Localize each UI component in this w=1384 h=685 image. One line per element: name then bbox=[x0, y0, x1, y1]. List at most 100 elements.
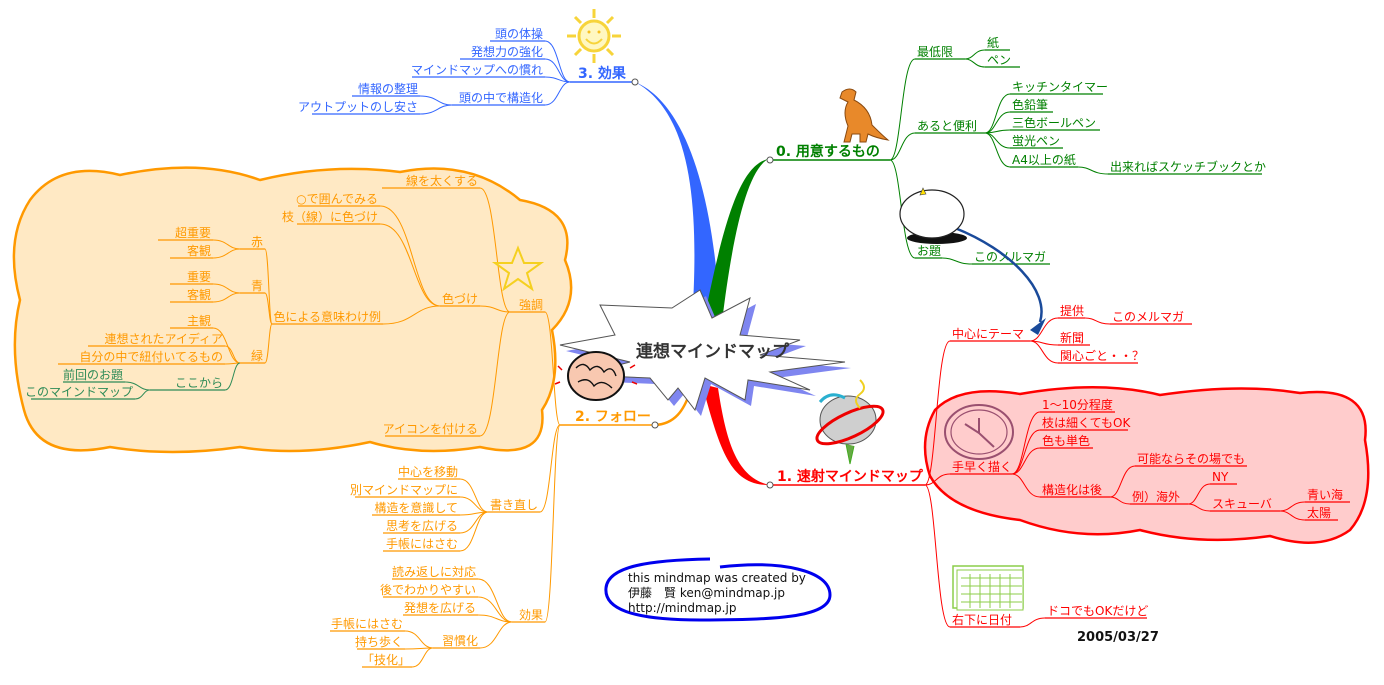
node-label: 赤 bbox=[251, 235, 263, 249]
mindmap-node[interactable]: 中心にテーマ bbox=[924, 326, 1030, 486]
mindmap-node[interactable]: キッチンタイマー bbox=[984, 80, 1108, 134]
mindmap-node[interactable]: 構造を意識して bbox=[372, 500, 489, 516]
mindmap-node[interactable]: スキューバ bbox=[1187, 497, 1280, 512]
prep-branch-label[interactable]: 0. 用意するもの bbox=[766, 143, 890, 164]
quick-branch-text: 1. 速射マインドマップ bbox=[777, 468, 924, 485]
mindmap-node[interactable]: 最低限 bbox=[889, 45, 965, 161]
collapse-handle[interactable] bbox=[651, 421, 659, 429]
mindmap-node[interactable]: 書き直し bbox=[488, 424, 561, 513]
node-label: このマインドマップ bbox=[25, 385, 133, 399]
tornado-icon bbox=[815, 379, 885, 465]
mindmap-node[interactable]: 発想を広げる bbox=[403, 600, 513, 623]
node-label: 超重要 bbox=[175, 225, 211, 240]
follow-branch-text: 2. フォロー bbox=[575, 409, 651, 425]
mindmap-node[interactable]: このメルマガ bbox=[941, 250, 1050, 265]
mindmap-node[interactable]: 思考を広げる bbox=[383, 511, 489, 534]
collapse-handle[interactable] bbox=[631, 78, 639, 86]
mindmap-node[interactable]: 枝は細くてもOK bbox=[1011, 415, 1131, 475]
mindmap-node[interactable]: 太陽 bbox=[1279, 505, 1338, 521]
mindmap-node[interactable]: 出来ればスケッチブックとか bbox=[1077, 159, 1266, 175]
mindmap-node[interactable]: 頭の中で構造化 bbox=[452, 81, 571, 106]
mindmap-node[interactable]: 「技化」 bbox=[362, 647, 434, 668]
mindmap-node[interactable]: 客観 bbox=[170, 287, 241, 303]
mindmap-node[interactable]: 自分の中で紐付いてるもの bbox=[58, 349, 241, 365]
prep-main-branch[interactable] bbox=[704, 159, 768, 322]
mindmap-node[interactable]: ドコでもOKだけど bbox=[1019, 604, 1148, 628]
mindmap-node[interactable]: このメルマガ bbox=[1084, 310, 1192, 325]
mindmap-node[interactable]: 前回のお題 bbox=[63, 367, 151, 391]
branch-connector bbox=[1084, 317, 1111, 325]
node-label: 緑 bbox=[251, 348, 263, 363]
mindmap-node[interactable]: アウトプットのし安さ bbox=[298, 99, 453, 115]
mindmap-node[interactable]: 連想されたアイディア bbox=[88, 331, 241, 364]
mindmap-node[interactable]: 中心を移動 bbox=[398, 464, 489, 513]
mindmap-node[interactable]: 例）海外 bbox=[1109, 489, 1188, 505]
mindmap-node[interactable]: 頭の体操 bbox=[490, 26, 571, 83]
node-label: 1～10分程度 bbox=[1042, 397, 1113, 412]
mindmap-node[interactable]: 線を太くする bbox=[382, 173, 511, 313]
node-label: 可能ならその場でも bbox=[1137, 452, 1245, 466]
mindmap-node[interactable]: 枝（線）に色づけ bbox=[282, 209, 441, 307]
mindmap-node[interactable]: 三色ボールペン bbox=[984, 116, 1100, 134]
node-label: 頭の体操 bbox=[495, 26, 543, 41]
mindmap-node[interactable]: アイコンを付ける bbox=[383, 311, 511, 437]
node-label: 枝（線）に色づけ bbox=[282, 209, 378, 224]
branch-connector bbox=[544, 58, 571, 83]
mindmap-node[interactable]: 持ち歩く bbox=[355, 634, 434, 650]
mindmap-node[interactable]: 情報の整理 bbox=[352, 81, 453, 106]
mindmap-node[interactable]: 色鉛筆 bbox=[984, 98, 1053, 134]
mindmap-node[interactable]: ここから bbox=[150, 362, 241, 391]
mindmap-node[interactable]: マインドマップへの慣れ bbox=[411, 62, 571, 83]
mindmap-node[interactable]: 構造化は後 bbox=[1011, 473, 1110, 498]
mindmap-node[interactable]: 習慣化 bbox=[433, 621, 513, 649]
mindmap-node[interactable]: 色も単色 bbox=[1011, 434, 1093, 475]
mindmap-node[interactable]: ○で囲んでみる bbox=[296, 192, 441, 307]
arrow-head-icon bbox=[1030, 318, 1046, 335]
node-label: ドコでもOKだけど bbox=[1047, 604, 1148, 618]
center-title[interactable]: 連想マインドマップ bbox=[636, 341, 790, 362]
collapse-handle[interactable] bbox=[766, 481, 774, 489]
mindmap-node[interactable]: このマインドマップ bbox=[25, 385, 151, 400]
mindmap-node[interactable]: 別マインドマップに bbox=[350, 483, 489, 513]
mindmap-node[interactable]: ペン bbox=[964, 53, 1020, 68]
mindmap-node[interactable]: 効果 bbox=[512, 424, 561, 623]
mindmap-node[interactable]: 関心ごと・・？ bbox=[1029, 340, 1144, 364]
relation-arrow[interactable] bbox=[954, 226, 1043, 323]
node-label: 線を太くする bbox=[406, 173, 478, 188]
effect-branch-label[interactable]: 3. 効果 bbox=[570, 65, 639, 86]
mindmap-node[interactable]: 緑 bbox=[240, 323, 273, 364]
follow-branch-label[interactable]: 2. フォロー bbox=[560, 409, 659, 429]
mindmap-node[interactable]: 手早く描く bbox=[924, 460, 1012, 486]
collapse-handle[interactable] bbox=[766, 156, 774, 164]
branch-connector bbox=[941, 257, 973, 265]
mindmap-node[interactable]: 青 bbox=[240, 279, 273, 325]
mindmap-node[interactable]: 色による意味わけ例 bbox=[272, 305, 441, 325]
mindmap-node[interactable]: 可能ならその場でも bbox=[1109, 452, 1247, 498]
mindmap-node[interactable]: 右下に日付 bbox=[924, 484, 1020, 628]
branch-connector bbox=[1029, 340, 1059, 364]
branch-connector bbox=[479, 621, 513, 649]
mindmap-node[interactable]: A4以上の紙 bbox=[984, 132, 1078, 168]
mindmap-node[interactable]: 後でわかりやすい bbox=[380, 583, 513, 623]
mindmap-node[interactable]: あると便利 bbox=[889, 119, 985, 161]
credit-url[interactable]: http://mindmap.jp bbox=[628, 601, 736, 615]
quick-branch-label[interactable]: 1. 速射マインドマップ bbox=[766, 468, 925, 489]
mindmap-node[interactable]: 発想力の強化 bbox=[460, 44, 571, 83]
effect-main-branch[interactable] bbox=[635, 82, 720, 322]
mindmap-node[interactable]: 強調 bbox=[510, 298, 561, 426]
node-label: ペン bbox=[987, 53, 1011, 67]
quick-main-branch[interactable] bbox=[702, 384, 770, 486]
mindmap-node[interactable]: 青い海 bbox=[1279, 487, 1350, 512]
node-label: 青 bbox=[251, 279, 263, 293]
mindmap-node[interactable]: 蛍光ペン bbox=[984, 132, 1063, 149]
mindmap-node[interactable]: 客観 bbox=[170, 243, 241, 259]
mindmap-node[interactable]: 色づけ bbox=[440, 292, 511, 313]
branch-connector bbox=[264, 323, 273, 364]
mindmap-node[interactable]: 読み返しに対応 bbox=[392, 564, 513, 623]
mindmap-node[interactable]: 手帳にはさむ bbox=[383, 511, 489, 552]
mindmap-node[interactable]: 手帳にはさむ bbox=[330, 617, 434, 649]
mindmap-node[interactable]: 提供 bbox=[1029, 303, 1085, 342]
mindmap-node[interactable]: NY bbox=[1187, 470, 1237, 505]
credit-box: this mindmap was created by 伊藤 賢 ken@min… bbox=[604, 557, 832, 622]
